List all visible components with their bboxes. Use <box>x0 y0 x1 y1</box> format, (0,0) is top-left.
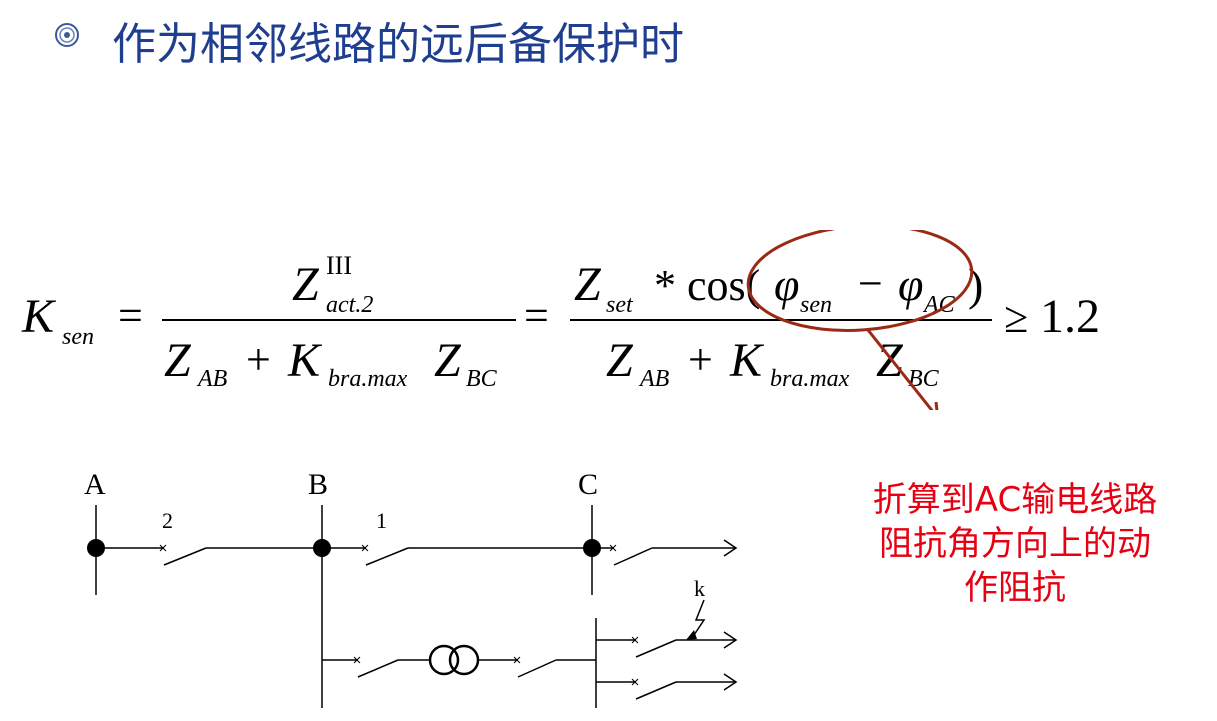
breaker-1-blade <box>365 547 409 566</box>
f1-num-z: Z <box>292 258 320 311</box>
f1-den-k: K <box>287 334 323 387</box>
callout-arrow-line <box>866 329 934 410</box>
f2-den-plus: + <box>688 335 713 384</box>
f2-den-k: K <box>729 334 765 387</box>
label-node-a: A <box>84 468 106 501</box>
label-breaker-2: 2 <box>162 508 173 533</box>
node-b-dot <box>313 539 331 557</box>
f1-num-sub: act.2 <box>326 292 373 318</box>
transformer-coil-1 <box>428 644 460 676</box>
geq-sign: ≥ <box>1004 293 1028 342</box>
fault-arrowhead <box>686 630 697 640</box>
label-breaker-1: 1 <box>376 508 387 533</box>
f1-den-z1: Z <box>164 334 192 387</box>
node-a-dot <box>87 539 105 557</box>
breaker-2-blade <box>163 547 207 566</box>
eq-2: = <box>524 291 549 340</box>
eq-1: = <box>118 291 143 340</box>
f1-num-sup: III <box>326 251 352 280</box>
f2-num-z: Z <box>574 258 602 311</box>
label-fault-k: k <box>694 576 705 601</box>
fault-lightning-icon <box>691 599 706 639</box>
phi-1-sub: sen <box>800 292 832 318</box>
phi-1: φ <box>774 259 799 310</box>
callout-note: 折算到AC输电线路 阻抗角方向上的动 作阻抗 <box>820 478 1210 610</box>
lhs-sub: sen <box>62 324 94 350</box>
circuit-diagram: A B C 2 1 k <box>84 468 738 708</box>
f1-den-sub2: BC <box>466 366 498 392</box>
f2-num-cos: * cos( <box>654 261 760 310</box>
f2-den-ksub: bra.max <box>770 366 850 392</box>
callout-arrowhead <box>934 401 939 410</box>
transformer-coil-2 <box>448 644 480 676</box>
f1-den-ksub: bra.max <box>328 366 408 392</box>
f2-num-sub: set <box>606 292 634 318</box>
threshold-value: 1.2 <box>1040 290 1100 343</box>
f2-den-z1: Z <box>606 334 634 387</box>
bullet-seal-icon <box>55 23 79 47</box>
c-out-arrowhead <box>723 539 738 557</box>
f1-den-sub1: AB <box>196 366 228 392</box>
f1-den-plus: + <box>246 335 271 384</box>
f2-den-z2: Z <box>876 334 904 387</box>
label-node-b: B <box>308 468 328 501</box>
callout-line-2: 阻抗角方向上的动 <box>879 524 1151 564</box>
sensitivity-formula: K sen = Z III act.2 Z AB + K bra.max Z B… <box>21 230 1100 410</box>
lhs-k: K <box>21 290 57 343</box>
phi-2: φ <box>898 259 923 310</box>
highlight-ellipse <box>746 230 974 332</box>
callout-line-3: 作阻抗 <box>964 568 1066 608</box>
callout-line-1: 折算到AC输电线路 <box>872 480 1158 520</box>
f2-den-sub1: AB <box>638 366 670 392</box>
f1-den-z2: Z <box>434 334 462 387</box>
minus-sign: − <box>858 259 883 308</box>
node-c-dot <box>583 539 601 557</box>
label-node-c: C <box>578 468 598 501</box>
page-title: 作为相邻线路的远后备保护时 <box>112 19 684 70</box>
